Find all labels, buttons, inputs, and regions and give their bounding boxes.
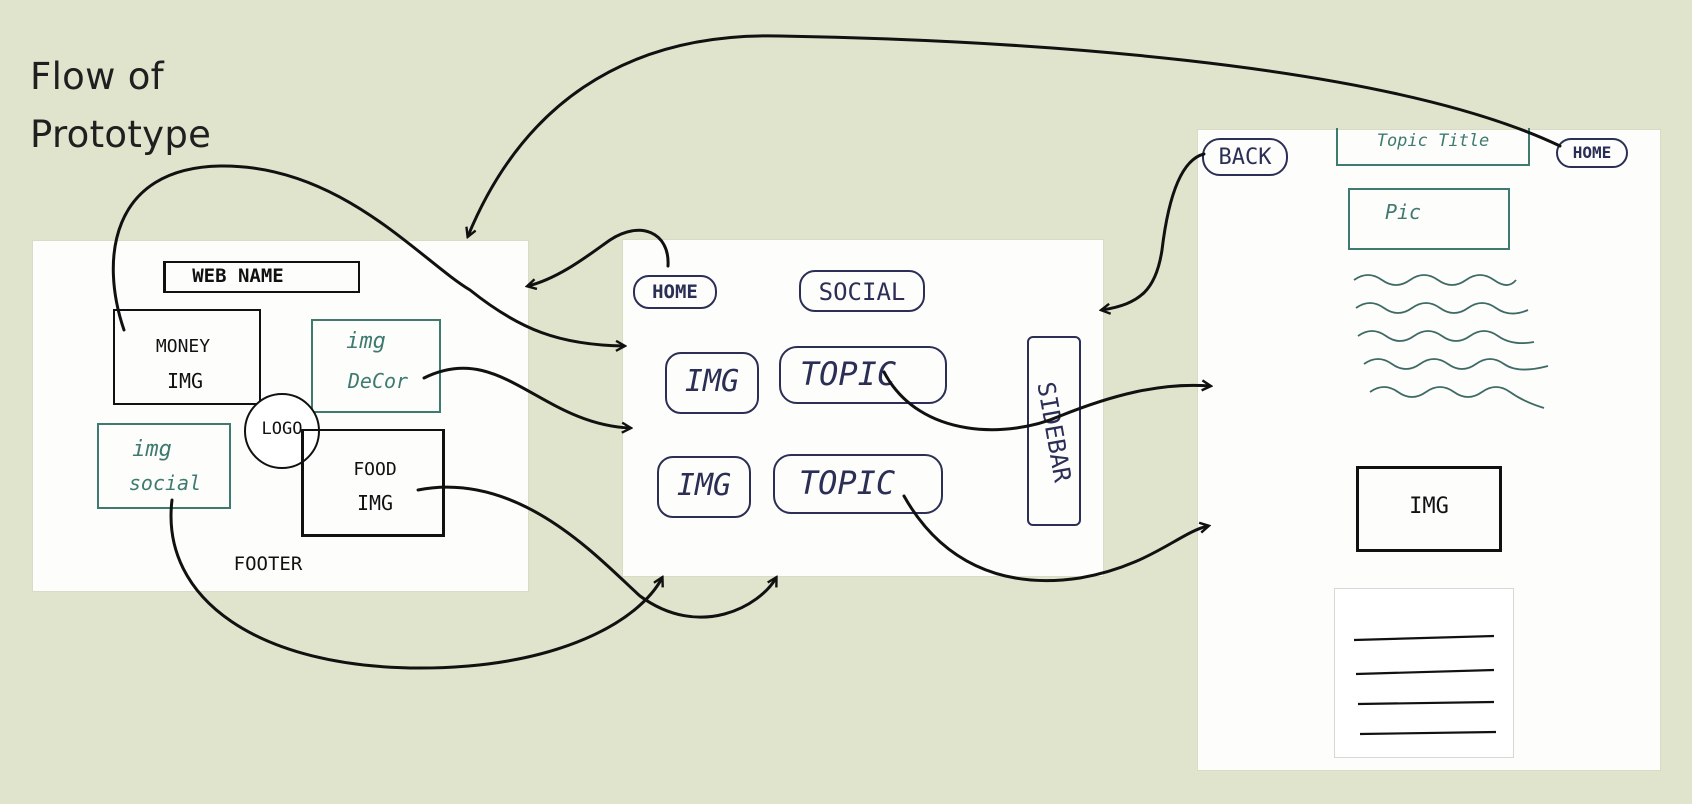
social-button-label: SOCIAL	[818, 278, 906, 306]
img-1-outline	[665, 352, 759, 414]
arrow-back-to-topics	[1102, 152, 1206, 310]
img-1-label: IMG	[684, 364, 740, 399]
title-line-1: Flow of	[30, 55, 164, 98]
footer-label: FOOTER	[233, 553, 303, 575]
img-social-label-1: img	[132, 437, 172, 462]
food-img-label-1: FOOD	[353, 459, 397, 480]
logo-circle	[244, 393, 320, 469]
img-social-box	[97, 423, 231, 509]
food-img-box	[301, 429, 445, 537]
money-img-label-1: MONEY	[155, 336, 211, 357]
title-line-2: Prototype	[30, 113, 212, 156]
social-button-outline	[799, 270, 925, 312]
detail-page-sketch: BACK Topic Title HOME Pic IMG	[1198, 128, 1660, 770]
img-label: IMG	[1409, 494, 1449, 519]
topic-2-label: TOPIC	[798, 464, 896, 502]
topic-2-outline	[773, 454, 943, 514]
money-img-label-2: IMG	[166, 369, 204, 393]
topic-1-label: TOPIC	[799, 355, 897, 393]
home-button-label: HOME	[652, 281, 698, 303]
diagram-title: Flow of Prototype	[30, 48, 211, 164]
home-page-sketch: WEB NAME MONEY IMG img DeCor LOGO img so…	[33, 241, 528, 591]
home-link-label: HOME	[1572, 143, 1612, 162]
text-squiggles	[1353, 274, 1549, 409]
img-decor-label-1: img	[346, 329, 386, 354]
food-img-label-2: IMG	[356, 491, 394, 515]
img-decor-label-2: DeCor	[347, 369, 409, 393]
web-name-label: WEB NAME	[192, 265, 284, 287]
img-box	[1356, 466, 1502, 552]
topics-page-sketch: HOME SOCIAL IMG TOPIC IMG TOPIC SIDEBAR	[623, 240, 1103, 576]
logo-label: LOGO	[261, 419, 303, 439]
paragraph-lines	[1353, 634, 1497, 736]
img-social-label-2: social	[128, 471, 202, 495]
img-2-label: IMG	[676, 468, 732, 503]
home-button-outline	[633, 275, 717, 309]
